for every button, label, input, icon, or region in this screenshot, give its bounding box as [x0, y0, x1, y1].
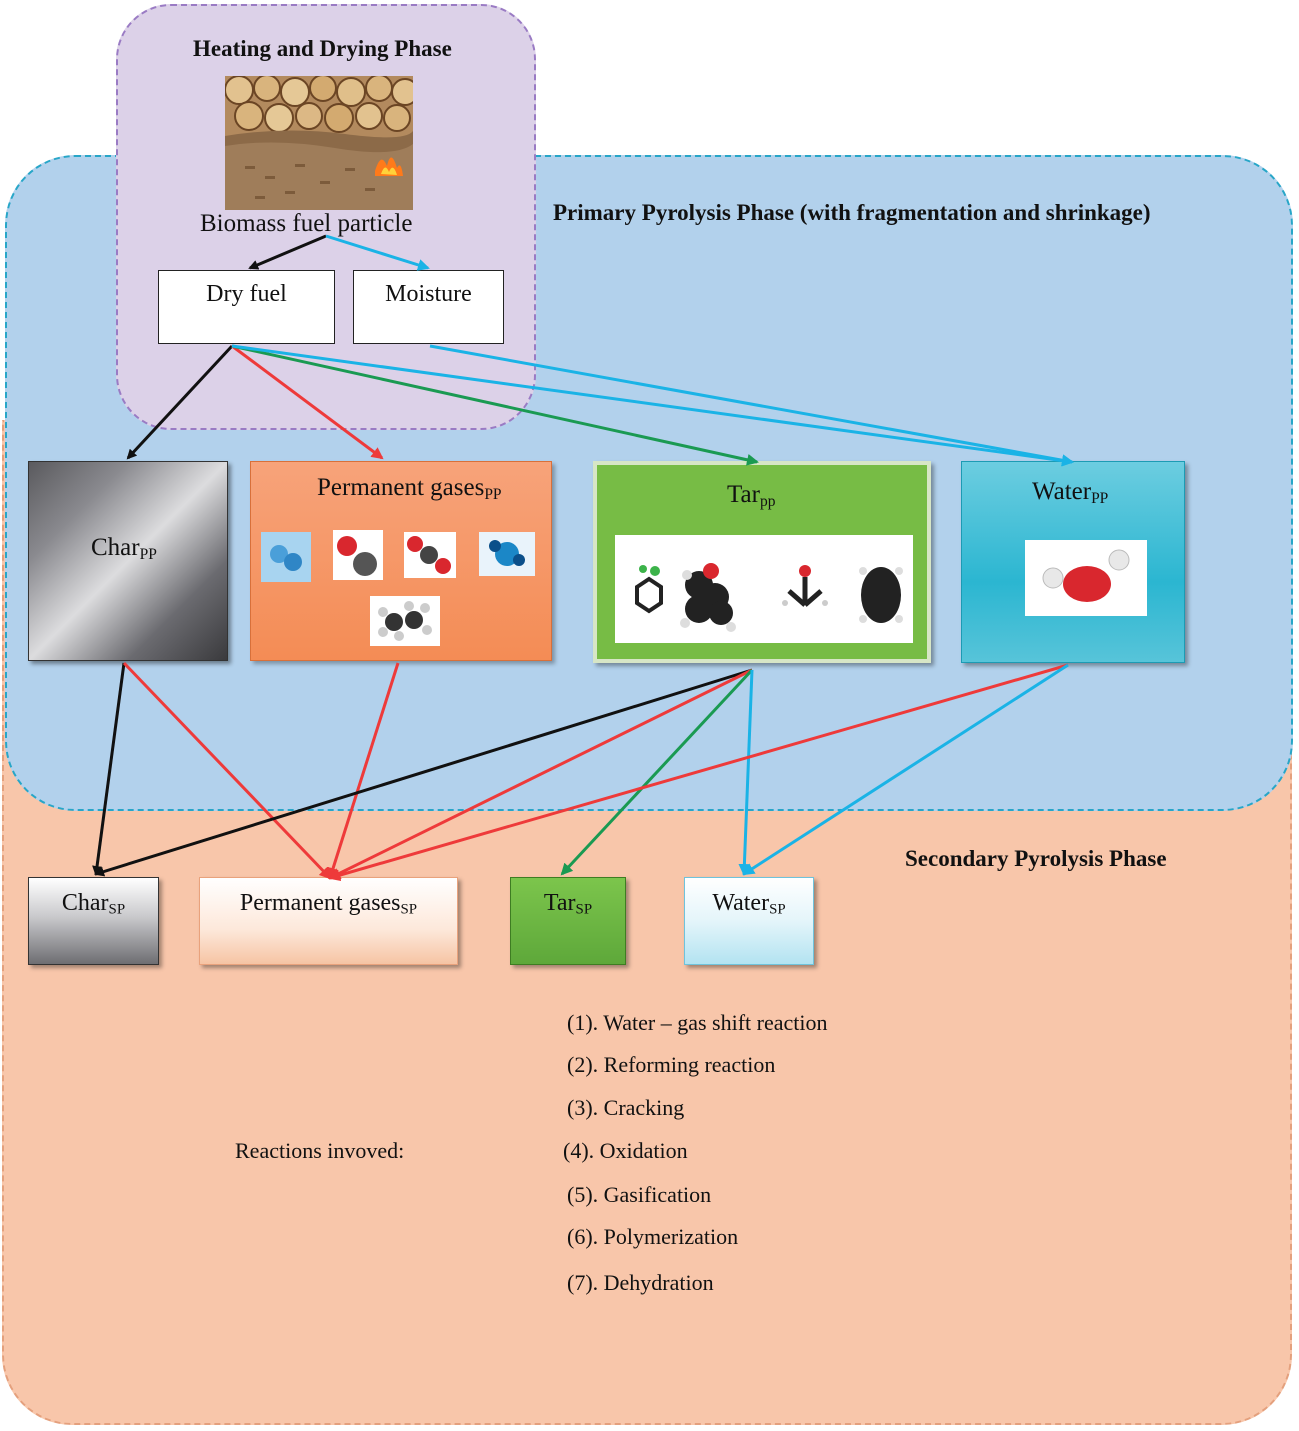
- primary-phase-title: Primary Pyrolysis Phase (with fragmentat…: [553, 200, 1151, 225]
- gas-molecules-icon: [261, 530, 535, 646]
- char-sp-box: CharSP: [28, 877, 159, 965]
- biomass-photo: [225, 76, 413, 210]
- reaction-item: (5). Gasification: [567, 1182, 712, 1207]
- permanent-gases-pp-label: Permanent gasesPP: [317, 474, 502, 503]
- reaction-item: (1). Water – gas shift reaction: [567, 1010, 828, 1035]
- water-pp-label: WaterPP: [1032, 478, 1109, 507]
- tar-molecules-icon: [615, 535, 913, 643]
- arrow-tarpp-gasessp: [328, 668, 753, 880]
- arrow-biomass-moisture: [325, 234, 430, 271]
- arrow-tarpp-charsp: [94, 668, 753, 877]
- reaction-item: (2). Reforming reaction: [567, 1052, 776, 1077]
- biomass-fuel-label: Biomass fuel particle: [200, 210, 413, 237]
- reactions-label: Reactions invoved:: [235, 1138, 405, 1163]
- arrow-dryfuel-char: [126, 344, 234, 460]
- arrow-tarpp-watersp: [738, 669, 754, 876]
- arrow-dryfuel-tar: [231, 344, 759, 466]
- tar-pp-label: Tarpp: [727, 481, 776, 510]
- arrow-dryfuel-gases: [231, 344, 384, 460]
- arrow-biomass-dryfuel: [248, 234, 327, 270]
- moisture-label: Moisture: [385, 281, 472, 307]
- drying-phase-title: Heating and Drying Phase: [193, 36, 452, 61]
- char-pp-box: CharPP: [28, 461, 228, 661]
- reaction-item: (3). Cracking: [567, 1095, 685, 1120]
- arrow-moisture-water: [429, 344, 1074, 467]
- tar-pp-box: Tarpp: [593, 461, 931, 663]
- arrow-tarpp-tarsp: [560, 668, 754, 876]
- char-pp-label: CharPP: [91, 534, 157, 563]
- moisture-box: Moisture: [353, 270, 504, 344]
- arrow-gasespp-gasessp: [327, 662, 400, 880]
- secondary-phase-title: Secondary Pyrolysis Phase: [905, 846, 1167, 871]
- water-sp-box: WaterSP: [684, 877, 814, 965]
- reaction-item: (7). Dehydration: [567, 1270, 714, 1295]
- dry-fuel-box: Dry fuel: [158, 270, 335, 344]
- water-molecule-icon: [1025, 540, 1147, 616]
- dry-fuel-label: Dry fuel: [206, 281, 287, 307]
- arrow-waterpp-watersp: [742, 663, 1069, 876]
- arrow-waterpp-gasessp: [328, 663, 1069, 881]
- water-pp-box: WaterPP: [961, 461, 1185, 663]
- reaction-item: (4). Oxidation: [563, 1138, 688, 1163]
- permanent-gases-sp-box: Permanent gasesSP: [199, 877, 458, 965]
- arrow-charpp-charsp: [92, 662, 126, 876]
- arrow-charpp-gasessp: [122, 661, 332, 880]
- permanent-gases-pp-box: Permanent gasesPP: [250, 461, 552, 661]
- arrow-dryfuel-water: [231, 344, 1074, 467]
- tar-sp-box: TarSP: [510, 877, 626, 965]
- reaction-item: (6). Polymerization: [567, 1224, 739, 1249]
